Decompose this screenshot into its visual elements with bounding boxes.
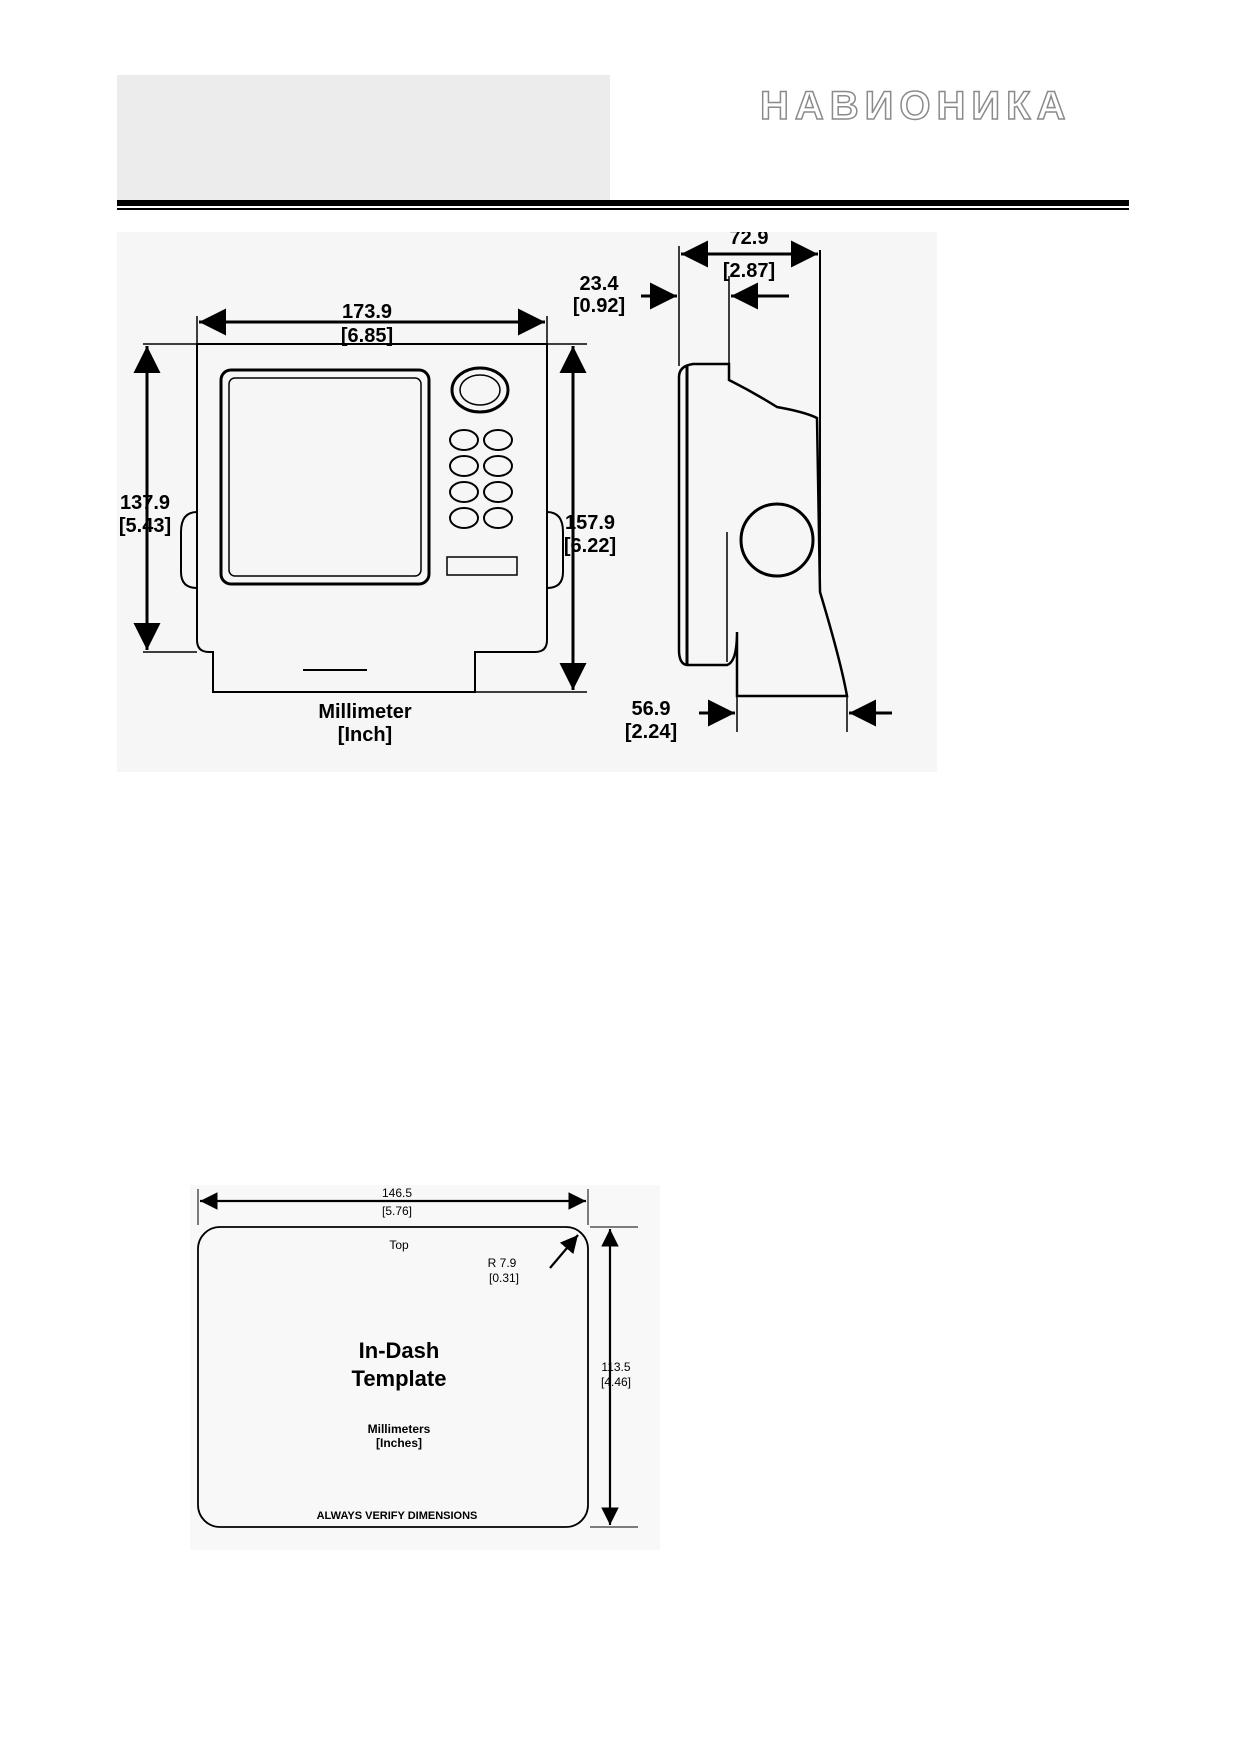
dpad-inner <box>459 374 501 406</box>
brand-logo: НАВИОНИКА <box>759 83 1072 129</box>
template-title-line2: Template <box>352 1366 447 1391</box>
width-mm-label: 173.9 <box>342 301 392 323</box>
template-height-in: [4.46] <box>601 1375 631 1389</box>
dpad-button <box>450 366 510 414</box>
units-label-inch: [Inch] <box>338 724 392 746</box>
bezel-in-label: [0.92] <box>573 295 625 317</box>
keypad-button-2 <box>483 429 513 451</box>
template-units-in: [Inches] <box>376 1436 422 1450</box>
display-screen <box>219 368 431 586</box>
side-view <box>677 250 849 698</box>
template-dimensions <box>197 1189 638 1528</box>
in-dash-template: 146.5 [5.76] 113.5 [4.46] Top R 7.9 [0.3… <box>190 1185 660 1550</box>
keypad-button-5 <box>449 481 479 503</box>
template-width-mm: 146.5 <box>382 1186 412 1200</box>
height-mm-label: 137.9 <box>120 492 170 514</box>
bezel-mm-label: 23.4 <box>580 273 620 295</box>
display-inner <box>228 377 422 577</box>
template-warning: ALWAYS VERIFY DIMENSIONS <box>317 1510 478 1522</box>
depth-mm-label: 72.9 <box>730 232 769 249</box>
bracket-mm-label: 56.9 <box>632 698 671 720</box>
template-height-mm: 113.5 <box>601 1360 630 1374</box>
keypad-button-4 <box>483 455 513 477</box>
side-housing <box>677 362 849 698</box>
side-dimensions <box>641 240 892 732</box>
keypad-button-1 <box>449 429 479 451</box>
template-top-label: Top <box>389 1238 409 1252</box>
height-in-label: [5.43] <box>119 515 171 537</box>
front-dimensions <box>133 308 587 693</box>
keypad-button-3 <box>449 455 479 477</box>
radius-leader <box>549 1234 579 1269</box>
template-outline <box>197 1226 589 1528</box>
bracket-in-label: [2.24] <box>625 721 677 743</box>
total-height-mm-label: 157.9 <box>565 512 615 534</box>
header-rule-thin <box>117 208 1129 210</box>
template-radius-in: [0.31] <box>489 1271 519 1285</box>
keypad-button-7 <box>449 507 479 529</box>
units-label-mm: Millimeter <box>318 701 412 723</box>
dimension-drawing: 173.9 [6.85] 137.9 [5.43] 157.9 [6.22] M… <box>117 232 937 772</box>
depth-in-label: [2.87] <box>723 260 775 282</box>
template-width-in: [5.76] <box>382 1204 412 1218</box>
mounting-knob <box>739 502 815 578</box>
template-title-line1: In-Dash <box>359 1338 440 1363</box>
header-panel <box>117 75 610 201</box>
header-rule <box>117 200 1129 206</box>
width-in-label: [6.85] <box>341 325 393 347</box>
front-view <box>180 343 564 693</box>
template-units-mm: Millimeters <box>368 1422 431 1436</box>
total-height-in-label: [6.22] <box>564 535 616 557</box>
template-radius-mm: R 7.9 <box>488 1256 517 1270</box>
left-knob <box>180 511 198 589</box>
template-background <box>190 1185 660 1550</box>
logo-plate <box>446 556 518 576</box>
keypad-button-6 <box>483 481 513 503</box>
keypad-button-8 <box>483 507 513 529</box>
